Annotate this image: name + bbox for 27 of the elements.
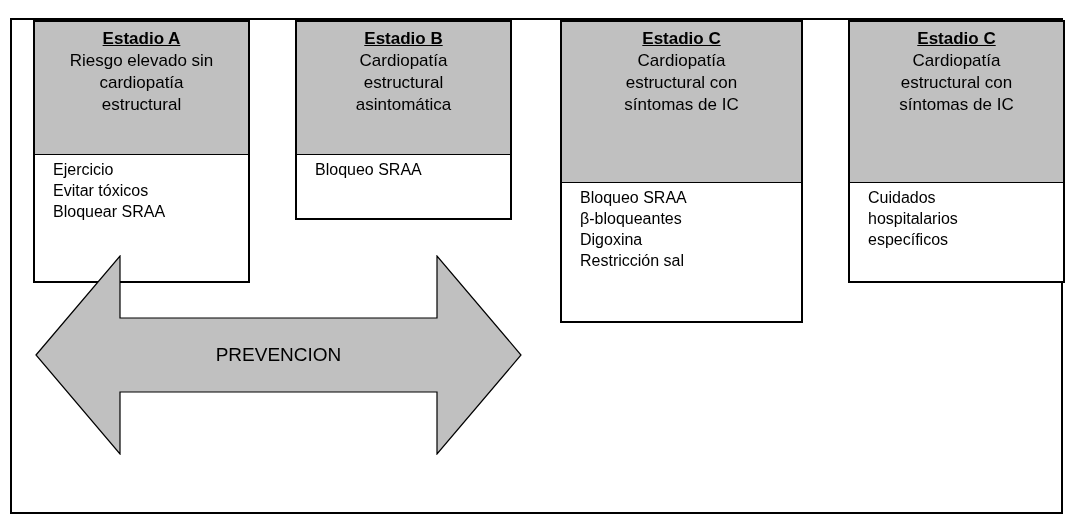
stage-title: Estadio C <box>641 28 722 50</box>
treatment-item: Restricción sal <box>580 251 686 271</box>
treatment-item: Bloqueo SRAA <box>580 188 688 208</box>
stage-box <box>560 20 803 184</box>
stage-description: Riesgo elevado sin cardiopatía estructural <box>68 50 215 116</box>
stage-box <box>295 20 512 156</box>
treatment-item: Bloqueo SRAA <box>315 160 423 180</box>
treatment-box <box>560 183 803 323</box>
arrow-label: PREVENCION <box>214 344 343 366</box>
treatment-item: β-bloqueantes <box>580 209 683 229</box>
treatment-item: Evitar tóxicos <box>53 181 150 201</box>
treatment-box <box>33 155 250 283</box>
stage-title: Estadio A <box>101 28 182 50</box>
treatment-item: Ejercicio <box>53 160 115 180</box>
stage-description: Cardiopatía estructural asintomática <box>354 50 453 116</box>
stage-description: Cardiopatía estructural con síntomas de IC <box>898 50 1015 116</box>
stage-title: Estadio B <box>363 28 444 50</box>
double-arrow-shape <box>35 255 522 455</box>
stage-description: Cardiopatía estructural con síntomas de IC <box>623 50 740 116</box>
stage-title: Estadio C <box>916 28 997 50</box>
treatment-item: Bloquear SRAA <box>53 202 167 222</box>
treatment-item: Digoxina <box>580 230 644 250</box>
stage-box <box>33 20 250 156</box>
treatment-box <box>295 155 512 220</box>
treatment-box <box>848 183 1065 283</box>
treatment-item: Cuidados hospitalarios específicos <box>868 188 959 250</box>
stage-box <box>848 20 1065 184</box>
